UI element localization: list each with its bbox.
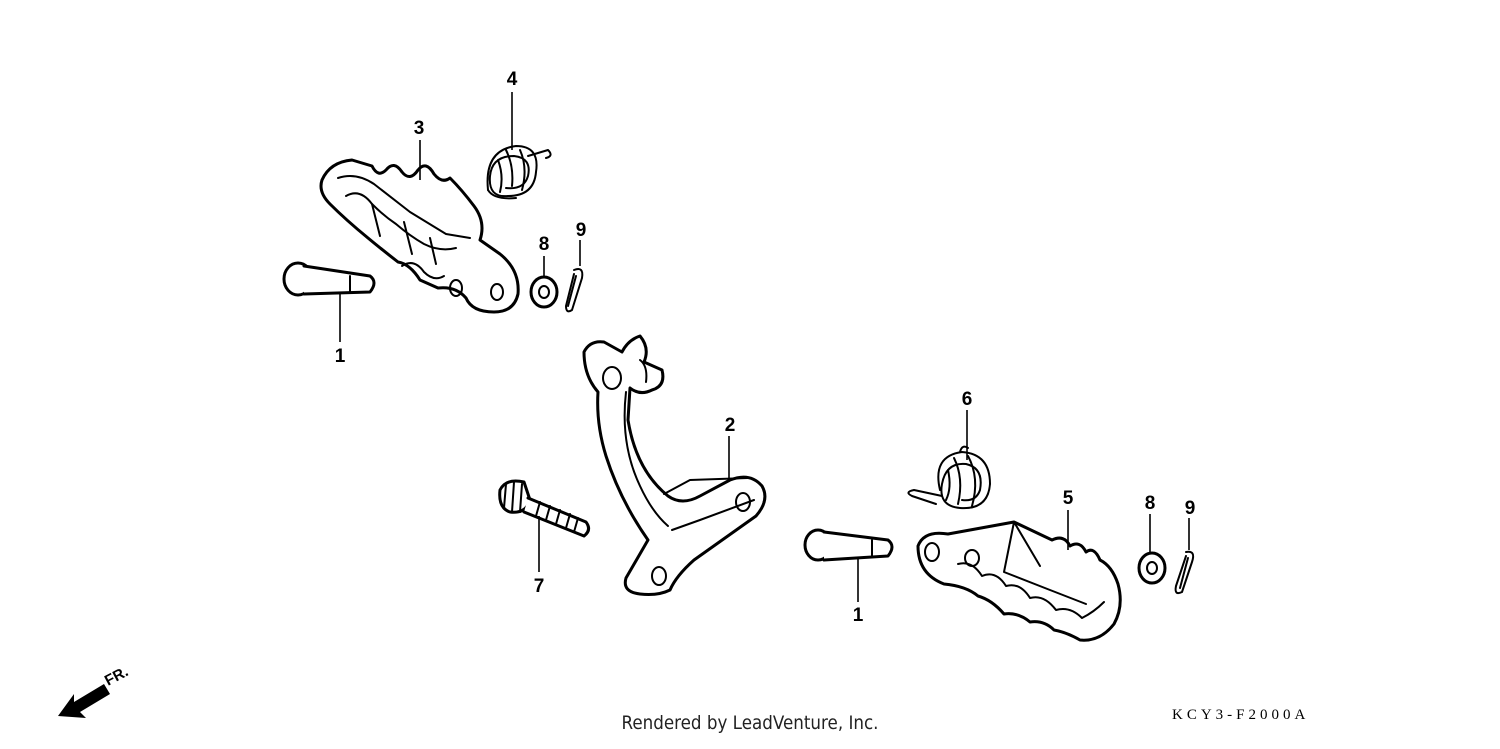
- front-arrow-label: FR.: [102, 663, 131, 689]
- callout-7: 7: [534, 576, 545, 597]
- washer-left: [529, 275, 559, 309]
- pin-right: [803, 528, 894, 562]
- callout-3: 3: [414, 118, 425, 139]
- credit-footer: Rendered by LeadVenture, Inc.: [621, 712, 879, 734]
- cotter-pin-left: [565, 268, 584, 313]
- callout-9-lower: 9: [1185, 498, 1196, 519]
- callout-1-lower: 1: [853, 605, 864, 626]
- callout-5: 5: [1063, 488, 1074, 509]
- footpeg-right: [916, 520, 1122, 642]
- pin-left: [282, 261, 376, 297]
- callout-8-lower: 8: [1145, 493, 1156, 514]
- spring-left: [486, 145, 552, 200]
- callout-8-upper: 8: [539, 234, 550, 255]
- callout-1-upper: 1: [335, 346, 346, 367]
- drawing-code: KCY3-F2000A: [1172, 707, 1310, 723]
- callout-4: 4: [507, 69, 518, 90]
- spring-right: [907, 445, 991, 510]
- washer-right: [1137, 551, 1167, 585]
- cotter-pin-right: [1174, 550, 1195, 595]
- callout-9-upper: 9: [576, 220, 587, 241]
- leader-lines: [339, 92, 1190, 602]
- callout-6: 6: [962, 389, 973, 410]
- callout-2: 2: [725, 415, 736, 436]
- front-arrow-icon: FR.: [58, 663, 131, 718]
- footpeg-left: [319, 158, 520, 314]
- bolt: [498, 479, 591, 538]
- bracket: [582, 334, 767, 596]
